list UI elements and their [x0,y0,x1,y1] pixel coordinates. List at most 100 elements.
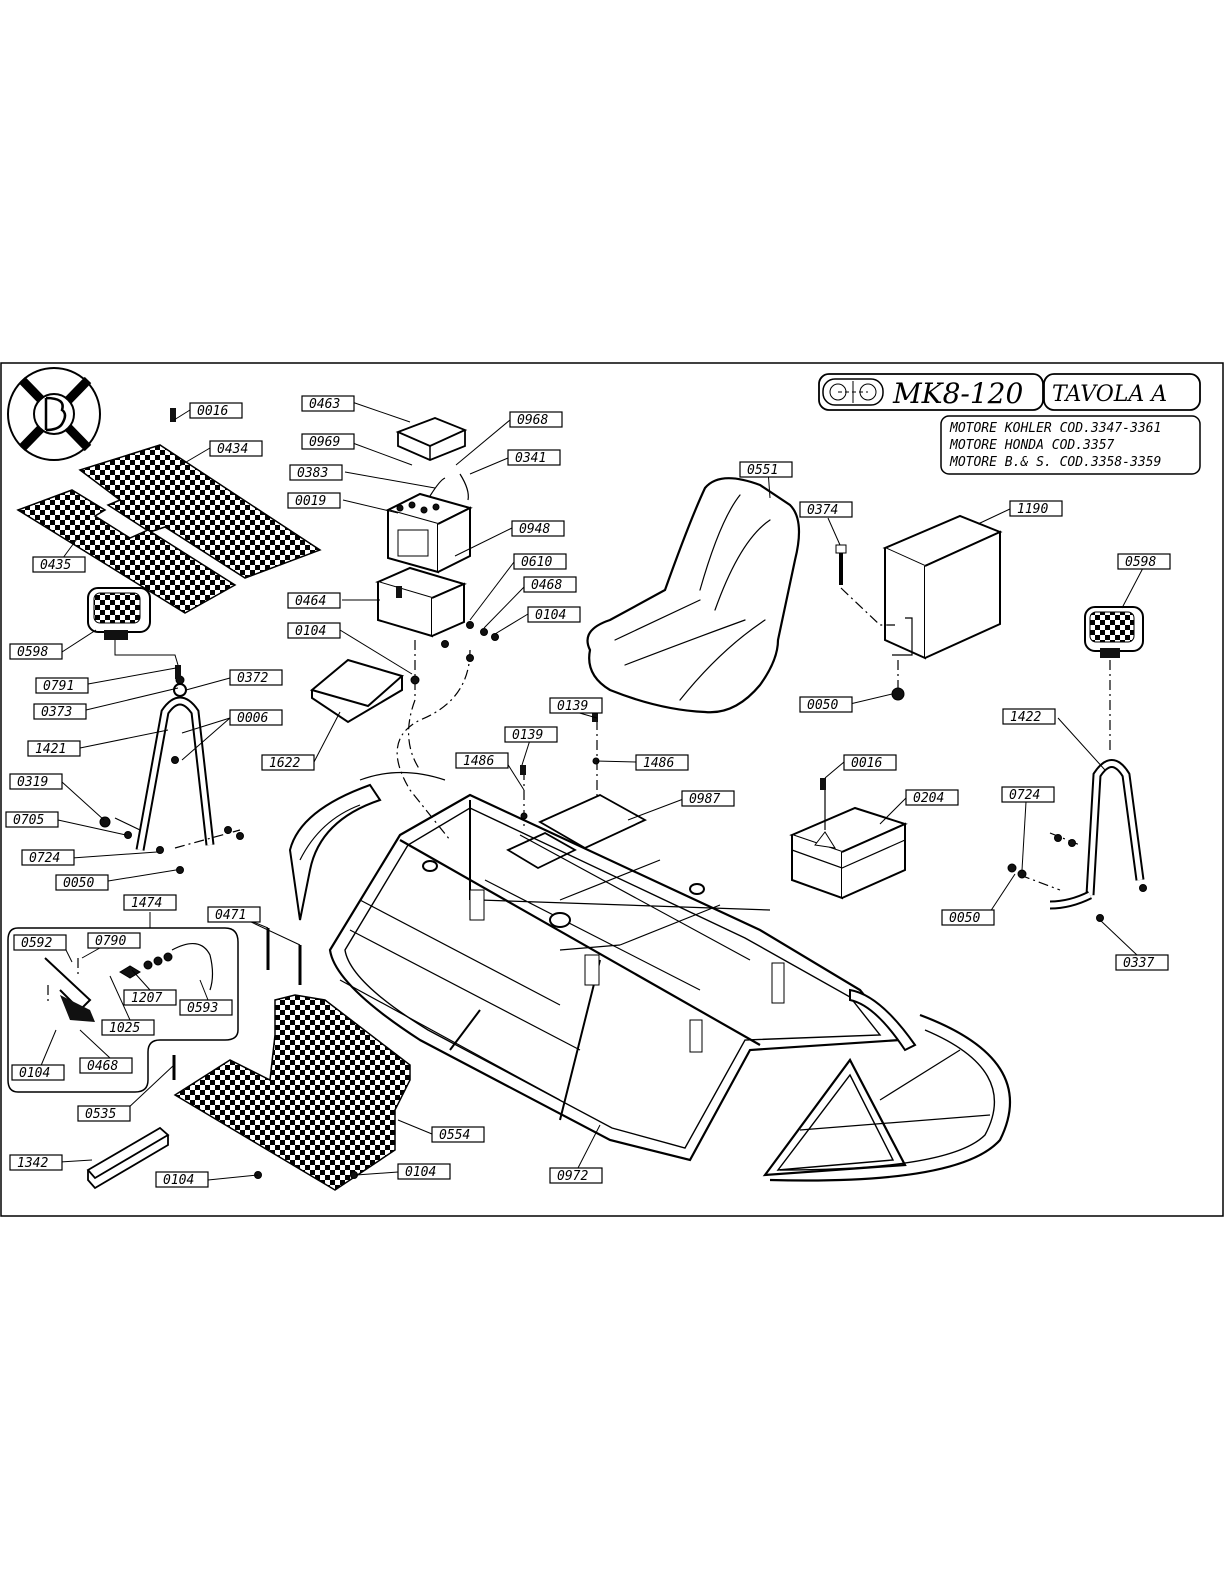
callout-0790: 0790 [87,932,141,949]
battery [385,473,473,574]
svg-text:1474: 1474 [131,896,162,911]
svg-text:0598: 0598 [17,645,48,660]
svg-text:1421: 1421 [35,742,66,757]
front-floor-mat [173,994,411,1191]
callout-0468-top: 0468 [523,576,577,593]
svg-text:1422: 1422 [1010,710,1041,725]
callout-1207: 1207 [123,989,177,1006]
floor-plate [506,720,647,870]
callout-0204: 0204 [905,789,959,806]
front-bumper [762,1013,1011,1182]
callout-0598-left: 0598 [9,643,63,660]
chassis-frame [328,793,903,1162]
svg-text:0104: 0104 [405,1165,436,1180]
callout-0139-b: 0139 [504,726,558,743]
callout-0434: 0434 [209,440,263,457]
svg-text:1025: 1025 [109,1021,140,1036]
callout-0610: 0610 [513,553,567,570]
svg-text:0434: 0434 [217,442,248,457]
callout-0373: 0373 [33,703,87,720]
engine-notes-box [940,415,1201,475]
callout-0050-right: 0050 [941,909,995,926]
callout-0791: 0791 [35,677,89,694]
svg-text:0104: 0104 [19,1066,50,1081]
callout-0705: 0705 [5,811,59,828]
callout-0006: 0006 [229,709,283,726]
seat [586,477,801,714]
svg-text:0104: 0104 [295,624,326,639]
title-block: MK8-120 TAVOLA A MOTORE KOHLER COD.3347-… [818,373,1201,475]
svg-text:0006: 0006 [237,711,268,726]
callout-0464: 0464 [287,592,341,609]
callout-0592: 0592 [13,934,67,951]
callout-0016-a: 0016 [189,402,243,419]
callout-1486-b: 1486 [635,754,689,771]
svg-text:0554: 0554 [439,1128,470,1143]
svg-text:0019: 0019 [295,494,326,509]
svg-text:0468: 0468 [87,1059,118,1074]
air-filter-box [882,514,1003,660]
svg-text:0724: 0724 [1009,788,1040,803]
callout-0471: 0471 [207,906,261,923]
svg-text:0016: 0016 [197,404,228,419]
svg-text:0050: 0050 [807,698,838,713]
callout-0016-b: 0016 [843,754,897,771]
right-headlight [1084,606,1144,750]
model-title: MK8-120 [892,377,1023,410]
svg-text:0535: 0535 [85,1107,116,1122]
callout-0372: 0372 [229,669,283,686]
svg-text:0468: 0468 [531,578,562,593]
callout-0972: 0972 [549,1167,603,1184]
svg-text:0551: 0551 [747,463,778,478]
svg-text:0104: 0104 [163,1173,194,1188]
right-side-arc [849,988,917,1052]
callout-0468-bottom: 0468 [79,1057,133,1074]
callout-0374: 0374 [799,501,853,518]
svg-text:0987: 0987 [689,792,720,807]
callout-1190: 1190 [1009,500,1063,517]
svg-text:0471: 0471 [215,908,246,923]
callout-0463: 0463 [301,395,355,412]
svg-text:1190: 1190 [1017,502,1048,517]
callout-0139-a: 0139 [549,697,603,714]
callout-1486-a: 1486 [455,752,509,769]
svg-text:0050: 0050 [949,911,980,926]
svg-text:0104: 0104 [535,608,566,623]
callout-0341: 0341 [507,449,561,466]
engine-note-3: MOTORE B.& S. COD.3358-3359 [949,455,1161,470]
storage-tray [309,658,405,724]
callout-0050-mid: 0050 [799,696,853,713]
callout-1474: 1474 [123,894,177,911]
svg-text:0968: 0968 [517,413,548,428]
svg-text:0337: 0337 [1123,956,1154,971]
svg-text:0948: 0948 [519,522,550,537]
floor-mat-lower [16,489,237,614]
engine-note-1: MOTORE KOHLER COD.3347-3361 [949,421,1161,436]
brand-logo-icon [7,367,101,461]
callout-0104-a: 0104 [287,622,341,639]
battery-tray [375,566,467,638]
svg-text:0374: 0374 [807,503,838,518]
callout-0104-d: 0104 [155,1171,209,1188]
svg-text:1342: 1342 [17,1156,48,1171]
svg-text:0139: 0139 [512,728,543,743]
callout-0969: 0969 [301,433,355,450]
callout-1342: 1342 [9,1154,63,1171]
callout-0383: 0383 [289,464,343,481]
callout-0104-e: 0104 [397,1163,451,1180]
callout-0598-right: 0598 [1117,553,1171,570]
callout-1421: 1421 [27,740,81,757]
callout-0104-b: 0104 [527,606,581,623]
callout-labels: 0016 0434 0435 0598 0791 0373 0372 1421 … [5,395,1171,1188]
svg-text:0139: 0139 [557,699,588,714]
svg-text:0341: 0341 [515,451,546,466]
svg-text:0372: 0372 [237,671,268,686]
svg-text:0016: 0016 [851,756,882,771]
svg-text:0593: 0593 [187,1001,218,1016]
battery-cover [395,417,468,461]
svg-text:0790: 0790 [95,934,126,949]
callout-0050-left: 0050 [55,874,109,891]
fasteners [99,408,1147,1179]
callout-1025: 1025 [101,1019,155,1036]
callout-0337: 0337 [1115,954,1169,971]
